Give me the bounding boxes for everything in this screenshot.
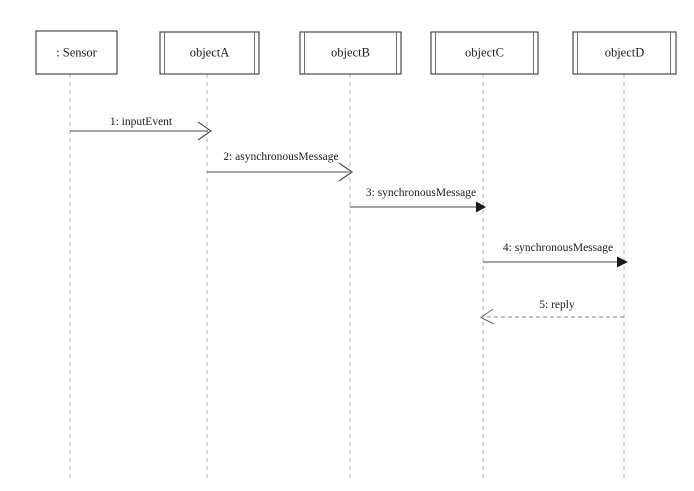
message-3-arrowhead-filled-icon	[476, 201, 486, 213]
objectB-box	[299, 31, 402, 75]
objectB-box-label: objectB	[331, 45, 370, 59]
message-5-arrowhead-open-icon	[480, 308, 495, 325]
objectD-box	[572, 31, 677, 75]
objectC-box-label: objectC	[465, 45, 504, 59]
message-5-reply[interactable]: 5: reply	[480, 299, 624, 325]
objectA-box-label: objectA	[190, 45, 230, 59]
lifeline-head-objectC[interactable]: objectC	[430, 31, 539, 75]
message-2-asynchronousMessage[interactable]: 2: asynchronousMessage	[207, 151, 353, 182]
message-1-inputEvent[interactable]: 1: inputEvent	[70, 116, 212, 141]
sensor-box	[35, 30, 118, 75]
message-1-arrowhead-open-icon	[197, 121, 212, 141]
message-4-arrowhead-filled-icon	[617, 256, 628, 268]
lifeline-head-objectA[interactable]: objectA	[159, 31, 260, 75]
message-3-synchronousMessage[interactable]: 3: synchronousMessage	[350, 187, 486, 213]
message-4-label: 4: synchronousMessage	[503, 242, 613, 254]
message-1-label: 1: inputEvent	[110, 116, 173, 128]
lifeline-head-objectD[interactable]: objectD	[572, 31, 677, 75]
lifeline-group	[69, 74, 625, 481]
message-2-label: 2: asynchronousMessage	[223, 151, 338, 163]
message-3-label: 3: synchronousMessage	[366, 187, 476, 199]
lifeline-head-sensor[interactable]: : Sensor	[35, 30, 118, 75]
objectD-box-label: objectD	[605, 45, 645, 59]
objectA-box	[159, 31, 260, 75]
lifeline-head-objectB[interactable]: objectB	[299, 31, 402, 75]
message-2-arrowhead-open-icon	[338, 162, 353, 182]
message-4-synchronousMessage[interactable]: 4: synchronousMessage	[483, 242, 628, 268]
sensor-box-label: : Sensor	[56, 45, 97, 59]
objectC-box	[430, 31, 539, 75]
message-5-label: 5: reply	[539, 299, 575, 311]
